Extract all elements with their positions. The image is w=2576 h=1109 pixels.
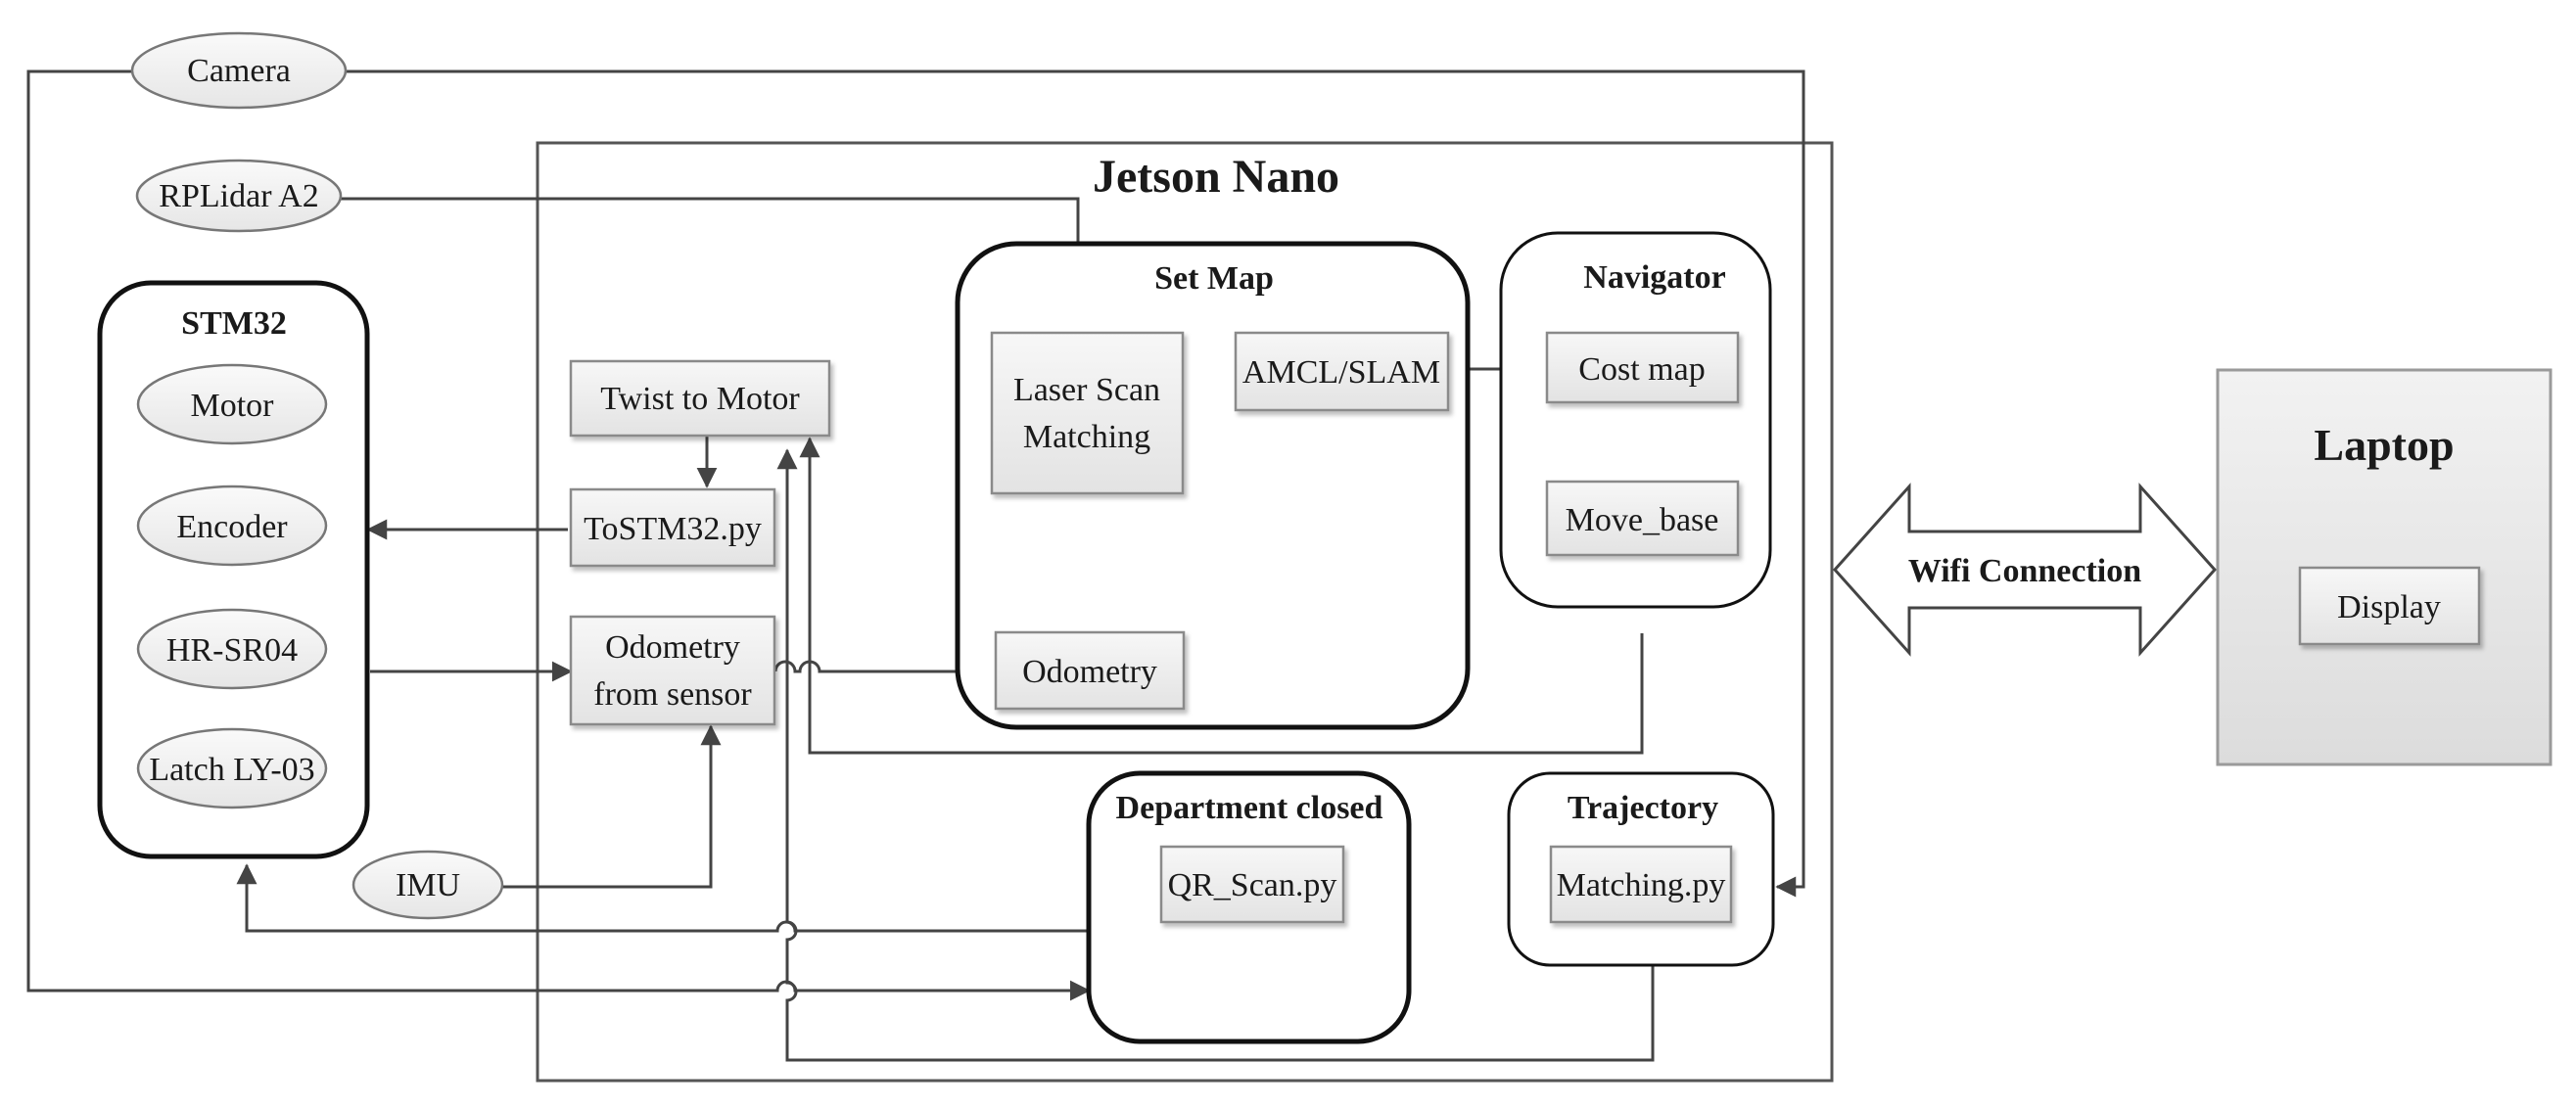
set-map-group: Set Map Laser Scan Matching AMCL/SLAM Od… xyxy=(955,241,1471,730)
cost-map-label: Cost map xyxy=(1578,351,1705,388)
navigator-title: Navigator xyxy=(1583,259,1725,296)
odometry-sensor-line1: Odometry xyxy=(605,629,740,666)
move-base-label: Move_base xyxy=(1566,502,1719,538)
wire-camera-to-matching xyxy=(345,69,1805,898)
imu-label: IMU xyxy=(396,867,460,903)
wifi-connection-label: Wifi Connection xyxy=(1908,553,2141,589)
stm32-latch: Latch LY-03 xyxy=(149,752,314,788)
twist-to-motor-label: Twist to Motor xyxy=(600,381,800,417)
tostm32-label: ToSTM32.py xyxy=(584,511,762,547)
odometry-from-sensor-box: Odometry from sensor xyxy=(569,615,776,726)
wire-odometry-sensor-to-odometry xyxy=(773,660,999,682)
stm32-hr-sr04: HR-SR04 xyxy=(166,632,298,669)
wire-navigator-to-twist xyxy=(799,437,1644,755)
amcl-slam-label: AMCL/SLAM xyxy=(1242,354,1440,391)
laptop-title: Laptop xyxy=(2314,420,2454,470)
wire-department-to-stm32 xyxy=(236,863,1089,933)
camera-label: Camera xyxy=(187,53,291,89)
jetson-nano-frame xyxy=(536,141,1834,1083)
trajectory-group: Trajectory Matching.py xyxy=(1507,771,1775,967)
stm32-group: STM32 Motor Encoder HR-SR04 Latch LY-03 xyxy=(97,280,370,859)
laptop-box: Laptop Display xyxy=(2216,368,2553,766)
laser-scan-line1: Laser Scan xyxy=(1013,372,1160,408)
set-map-title: Set Map xyxy=(1154,260,1274,297)
stm32-encoder: Encoder xyxy=(176,509,288,545)
department-closed-group: Department closed QR_Scan.py xyxy=(1086,770,1412,1044)
stm32-title: STM32 xyxy=(181,305,287,342)
wire-imu-to-odometry-sensor xyxy=(502,724,722,889)
matching-label: Matching.py xyxy=(1557,867,1726,903)
twist-to-motor-box: Twist to Motor xyxy=(569,359,831,438)
department-title: Department closed xyxy=(1116,790,1383,826)
qr-scan-label: QR_Scan.py xyxy=(1168,867,1337,903)
odometry-sensor-line2: from sensor xyxy=(593,676,752,713)
tostm32-box: ToSTM32.py xyxy=(569,487,776,568)
trajectory-title: Trajectory xyxy=(1568,790,1718,826)
navigator-group: Navigator Cost map Move_base xyxy=(1499,231,1772,609)
display-label: Display xyxy=(2337,589,2441,625)
rplidar-node: RPLidar A2 xyxy=(135,159,343,233)
odometry-label: Odometry xyxy=(1022,654,1157,690)
camera-node: Camera xyxy=(130,31,348,110)
imu-node: IMU xyxy=(351,850,504,920)
wifi-connection-arrow: Wifi Connection xyxy=(1832,483,2218,657)
stm32-motor: Motor xyxy=(191,388,275,424)
rplidar-label: RPLidar A2 xyxy=(159,178,318,214)
jetson-nano-title: Jetson Nano xyxy=(1093,151,1339,203)
laser-scan-line2: Matching xyxy=(1023,419,1150,455)
